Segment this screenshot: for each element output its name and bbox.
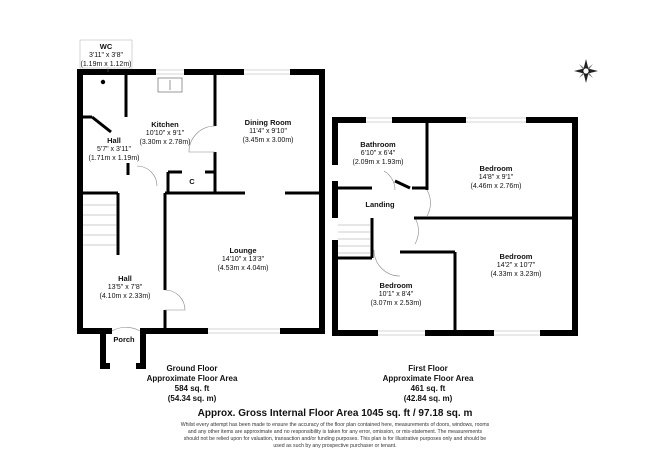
wc-callout-box — [79, 39, 133, 69]
ground-floor-walls — [77, 69, 325, 369]
first-floor-interior-walls — [335, 120, 575, 333]
windows — [156, 69, 540, 336]
room-label-porch: Porch — [113, 335, 135, 344]
room-label-cupboard: C — [189, 177, 195, 186]
door-swings — [111, 125, 431, 332]
ground-floor-interior-walls — [80, 72, 322, 331]
disclaimer: Whilst every attempt has been made to en… — [180, 422, 490, 449]
stairs-ground — [83, 204, 116, 246]
first-floor-walls — [332, 117, 578, 336]
kitchen-sink — [157, 77, 183, 93]
wc-toilet-icon — [100, 79, 106, 85]
room-label-landing: Landing — [365, 200, 395, 209]
gross-floor-area: Approx. Gross Internal Floor Area 1045 s… — [197, 408, 473, 419]
stairs-first — [338, 224, 370, 254]
compass-icon — [574, 59, 598, 83]
